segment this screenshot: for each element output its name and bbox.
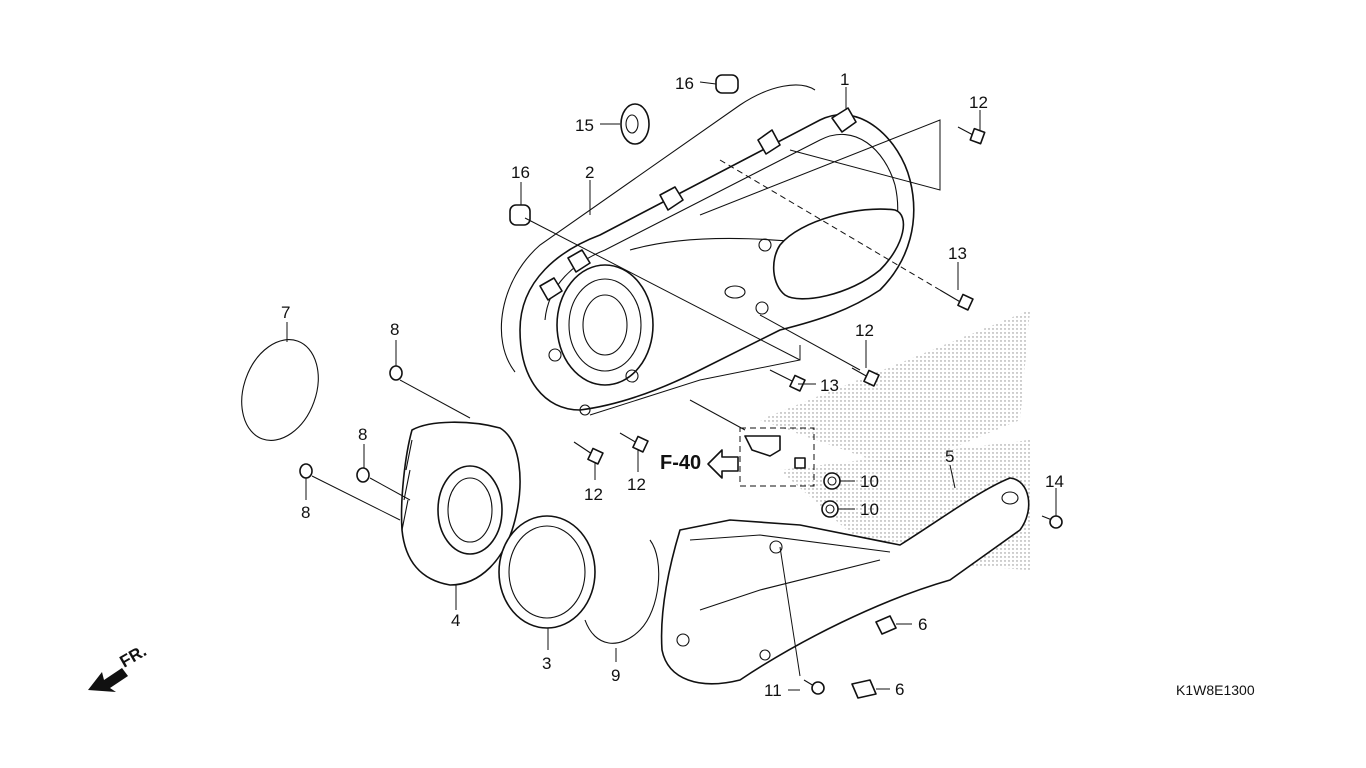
part-14-screw bbox=[1041, 515, 1063, 529]
part-16-dowel-pin-upper bbox=[715, 74, 739, 94]
part-6-clip-upper bbox=[875, 615, 897, 635]
dotted-shading-region bbox=[760, 310, 1030, 470]
callout-8-mid: 8 bbox=[358, 425, 367, 444]
part-7-o-ring bbox=[241, 339, 319, 441]
part-12-bolt-upper-right bbox=[957, 126, 986, 145]
callout-8-left: 8 bbox=[301, 503, 310, 522]
part-10-grommet-upper bbox=[823, 472, 841, 490]
reference-bracket bbox=[744, 435, 806, 469]
callout-6-lower: 6 bbox=[895, 680, 904, 699]
callout-10-lower: 10 bbox=[860, 500, 879, 519]
callout-16-lower: 16 bbox=[511, 163, 530, 182]
callout-14: 14 bbox=[1045, 472, 1064, 491]
part-1-left-crankcase-cover bbox=[519, 107, 915, 416]
part-4-air-guide bbox=[400, 421, 521, 586]
part-13-bolt-mid bbox=[769, 369, 806, 392]
part-10-grommet-lower bbox=[821, 500, 839, 518]
dashed-alignment-lines bbox=[589, 119, 941, 416]
part-12-bolt-lower-right bbox=[619, 432, 649, 453]
callout-4: 4 bbox=[451, 611, 460, 630]
callout-3: 3 bbox=[542, 654, 551, 673]
reference-label: F-40 bbox=[660, 452, 701, 474]
part-8-washer-left bbox=[299, 463, 313, 479]
callout-9: 9 bbox=[611, 666, 620, 685]
front-direction-label: FR. bbox=[117, 641, 150, 671]
part-11-screw bbox=[803, 679, 825, 695]
drawing-code: K1W8E1300 bbox=[1176, 682, 1255, 698]
part-2-gasket bbox=[500, 84, 816, 373]
part-6-clip-lower bbox=[851, 679, 877, 699]
callout-12-lower-right: 12 bbox=[627, 475, 646, 494]
part-3-sleeve bbox=[498, 515, 596, 629]
part-15-bearing bbox=[620, 103, 650, 145]
callout-16-upper: 16 bbox=[675, 74, 694, 93]
part-13-bolt-right bbox=[939, 289, 974, 311]
callout-11: 11 bbox=[764, 681, 782, 700]
part-8-washer-mid bbox=[356, 467, 370, 483]
reference-box bbox=[739, 427, 815, 487]
part-5-lower-cover bbox=[660, 477, 1030, 685]
callout-15: 15 bbox=[575, 116, 594, 135]
callout-7: 7 bbox=[281, 303, 290, 322]
callout-13-right: 13 bbox=[948, 244, 967, 263]
front-direction-arrow-icon bbox=[88, 668, 128, 692]
callout-6-upper: 6 bbox=[918, 615, 927, 634]
callout-1: 1 bbox=[840, 70, 849, 89]
part-16-dowel-pin-lower bbox=[509, 204, 531, 226]
reference-arrow-icon bbox=[707, 449, 739, 479]
callout-13-mid: 13 bbox=[820, 376, 839, 395]
part-12-bolt-lower-left bbox=[573, 441, 604, 465]
part-9-clip bbox=[584, 539, 660, 644]
callout-2: 2 bbox=[585, 163, 594, 182]
leader-lines bbox=[286, 81, 1057, 691]
callout-8-upper: 8 bbox=[390, 320, 399, 339]
callout-12-upper-right: 12 bbox=[969, 93, 988, 112]
callout-12-mid: 12 bbox=[855, 321, 874, 340]
callout-10-upper: 10 bbox=[860, 472, 879, 491]
callout-5: 5 bbox=[945, 447, 954, 466]
callout-12-lower-left: 12 bbox=[584, 485, 603, 504]
part-12-bolt-mid bbox=[851, 367, 880, 387]
part-8-washer-upper bbox=[389, 365, 403, 381]
